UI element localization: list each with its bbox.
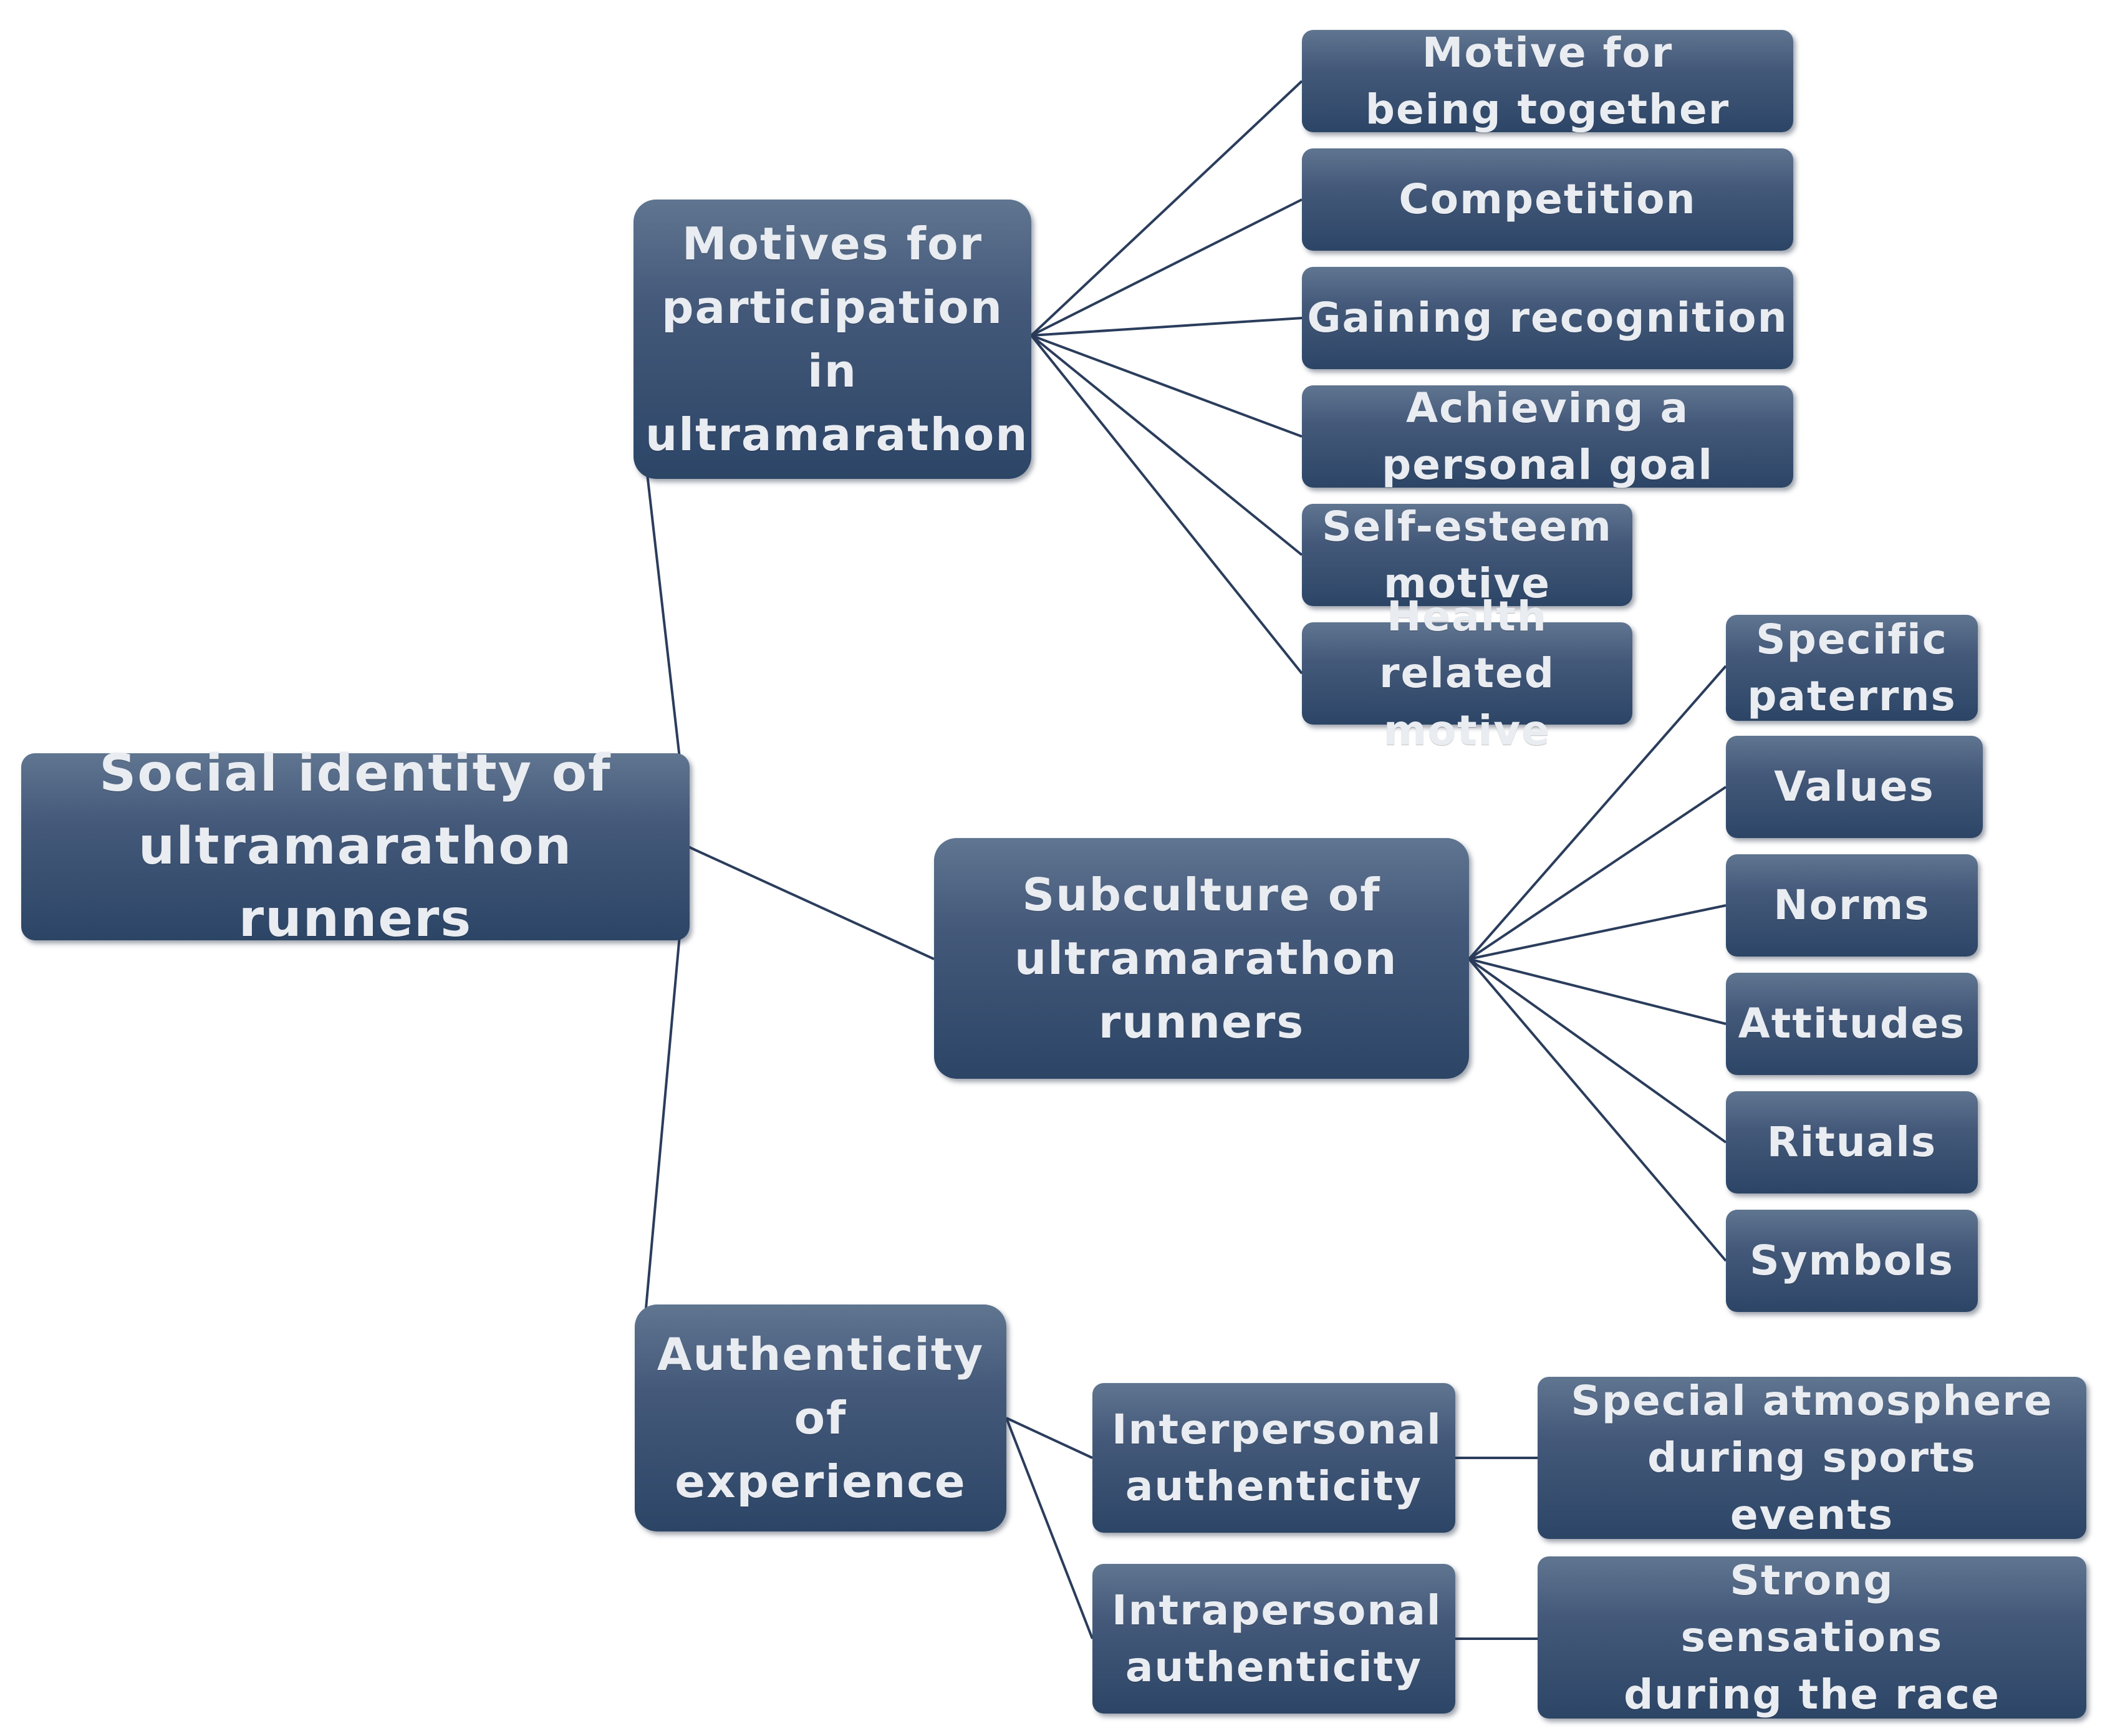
connector-authenticity-to-a2 <box>1005 1417 1094 1639</box>
detail-node-sensations-label: Strong sensations during the race <box>1624 1556 2000 1719</box>
motive-node-personal-goal: Achieving a personal goal <box>1302 384 1793 489</box>
authenticity-node-intrapersonal-label: Intrapersonal authenticity <box>1112 1586 1442 1691</box>
subculture-node-attitudes-label: Attitudes <box>1738 1000 1966 1048</box>
connector-subculture-to-s5 <box>1468 958 1727 1144</box>
connector-subculture-to-s4 <box>1468 958 1727 1025</box>
motive-node-self-esteem-label: Self-esteem motive <box>1322 502 1612 607</box>
detail-node-atmosphere: Special atmosphere during sports events <box>1538 1377 2086 1539</box>
connector-subculture-to-s6 <box>1468 958 1727 1262</box>
branch-node-subculture: Subculture of ultramarathon runners <box>934 838 1469 1079</box>
connector-subculture-to-s1 <box>1468 665 1727 960</box>
branch-node-motives-label: Motives for participation in ultramarath… <box>645 217 1029 461</box>
motive-node-competition: Competition <box>1302 148 1793 251</box>
subculture-node-patterns: Specific paterrns <box>1726 615 1978 721</box>
subculture-node-values: Values <box>1726 736 1983 838</box>
motive-node-health-label: Health related motive <box>1379 592 1556 755</box>
authenticity-node-interpersonal: Interpersonal authenticity <box>1092 1383 1455 1533</box>
connector-motives-to-m5 <box>1030 334 1303 556</box>
motive-node-recognition: Gaining recognition <box>1302 267 1793 369</box>
connector-authenticity-to-a1 <box>1006 1417 1093 1459</box>
motive-node-self-esteem: Self-esteem motive <box>1302 503 1632 607</box>
subculture-node-symbols-label: Symbols <box>1750 1237 1954 1285</box>
subculture-node-norms: Norms <box>1726 854 1978 957</box>
authenticity-node-intrapersonal: Intrapersonal authenticity <box>1092 1564 1455 1714</box>
motive-node-recognition-label: Gaining recognition <box>1307 294 1788 342</box>
connector-motives-to-m4 <box>1031 334 1303 438</box>
connector-motives-to-m1 <box>1030 80 1303 337</box>
connector-root-to-authenticity <box>645 935 681 1309</box>
subculture-node-norms-label: Norms <box>1773 881 1930 930</box>
subculture-node-attitudes: Attitudes <box>1726 973 1978 1075</box>
subculture-node-values-label: Values <box>1774 763 1935 811</box>
subculture-node-rituals: Rituals <box>1726 1091 1978 1194</box>
connector-motives-to-m2 <box>1031 198 1303 337</box>
branch-node-subculture-label: Subculture of ultramarathon runners <box>1014 868 1398 1049</box>
connector-subculture-to-s3 <box>1468 904 1727 960</box>
subculture-node-rituals-label: Rituals <box>1766 1118 1937 1167</box>
branch-node-authenticity-label: Authenticity of experience <box>657 1328 985 1508</box>
authenticity-node-interpersonal-label: Interpersonal authenticity <box>1112 1405 1442 1510</box>
detail-node-atmosphere-label: Special atmosphere during sports events <box>1571 1377 2053 1539</box>
connector-motives-to-m6 <box>1030 334 1303 675</box>
subculture-node-symbols: Symbols <box>1726 1210 1978 1312</box>
connector-root-to-subculture <box>688 846 935 960</box>
motive-node-together: Motive for being together <box>1302 29 1793 133</box>
root-node: Social identity of ultramarathon runners <box>21 744 690 948</box>
root-node-label: Social identity of ultramarathon runners <box>99 744 612 949</box>
motive-node-health: Health related motive <box>1302 592 1632 755</box>
motive-node-together-label: Motive for being together <box>1365 28 1730 133</box>
motive-node-personal-goal-label: Achieving a personal goal <box>1381 383 1714 489</box>
detail-node-sensations: Strong sensations during the race <box>1538 1556 2086 1719</box>
connector-subculture-to-s2 <box>1468 786 1727 960</box>
branch-node-motives: Motives for participation in ultramarath… <box>633 200 1031 479</box>
subculture-node-patterns-label: Specific paterrns <box>1747 615 1957 720</box>
motive-node-competition-label: Competition <box>1399 175 1697 224</box>
connector-motives-to-m3 <box>1031 317 1303 337</box>
branch-node-authenticity: Authenticity of experience <box>635 1304 1006 1531</box>
